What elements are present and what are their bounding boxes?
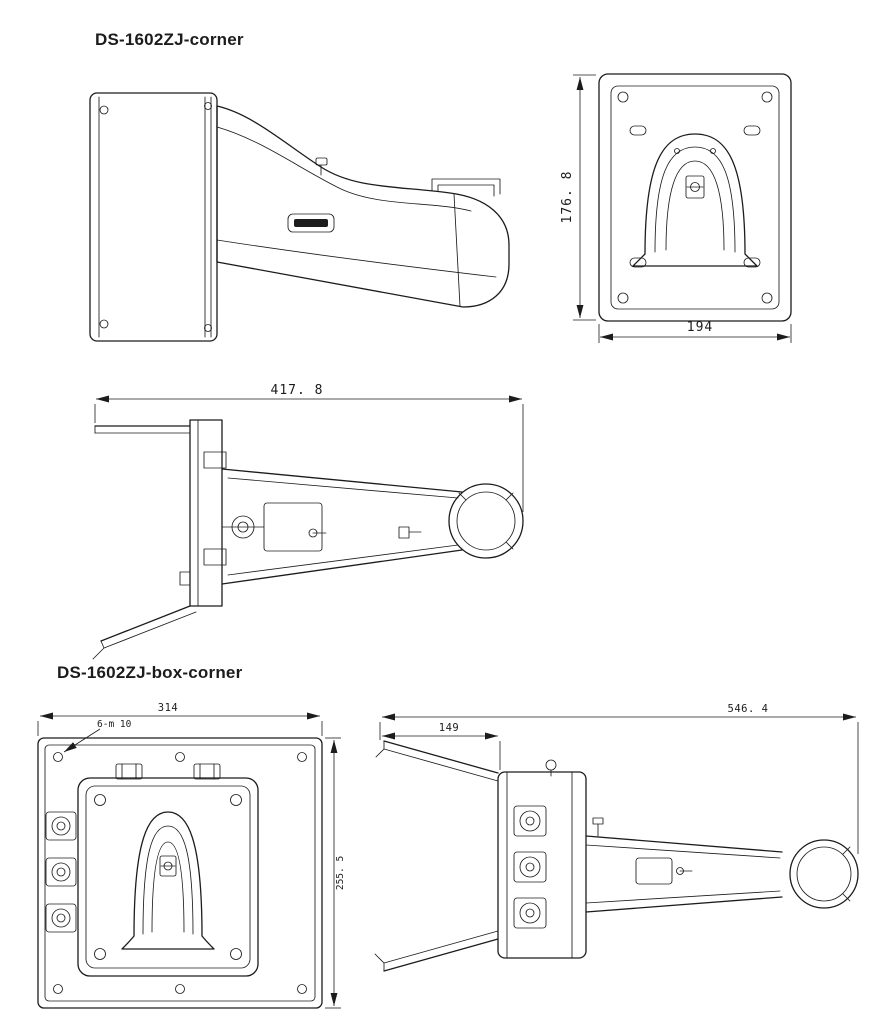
dim-label-bracket-depth: 149	[439, 722, 459, 734]
plate-slot	[743, 125, 761, 136]
mounting-hole	[297, 752, 307, 762]
safety-handle	[431, 178, 501, 197]
mounting-hole	[297, 984, 307, 994]
plate-hole	[99, 319, 109, 329]
arm-top	[221, 468, 463, 585]
view-box-front: 314 6-m 10	[37, 702, 346, 1009]
plate-slot	[629, 257, 647, 268]
view-box-side: 546. 4 149	[374, 703, 859, 972]
mounting-hole	[53, 752, 63, 762]
plate-hole	[617, 91, 629, 103]
plate-slot	[629, 125, 647, 136]
arm-dome-front	[121, 811, 215, 950]
plate-hole	[99, 105, 109, 115]
hinge-tab	[193, 763, 221, 780]
dim-back-height: 176. 8	[560, 74, 596, 321]
mounting-plate	[37, 737, 323, 1009]
camera-head-top	[448, 483, 524, 559]
title-corner: DS-1602ZJ-corner	[95, 30, 244, 49]
plate-hole	[617, 292, 629, 304]
corner-bracket-side	[374, 740, 499, 972]
mounting-hole	[53, 984, 63, 994]
arm-screw	[592, 817, 604, 837]
mounting-hole	[175, 984, 185, 994]
junction-box-side	[497, 759, 587, 959]
plate-hole	[761, 91, 773, 103]
plate-slot	[743, 257, 761, 268]
arm-dome-rear	[632, 133, 758, 267]
view-corner-top: 417. 8	[92, 383, 524, 660]
wall-plate	[89, 92, 218, 342]
note-label-mount-holes: 6-m 10	[97, 719, 132, 730]
plate-hole	[761, 292, 773, 304]
dim-label-overall-length: 417. 8	[271, 383, 324, 398]
cable-gland	[45, 811, 77, 841]
lid-screw-top	[545, 759, 557, 777]
dim-label-plate-height: 255. 5	[335, 856, 346, 890]
corner-bracket-top	[92, 419, 227, 660]
dim-box-overall-length: 546. 4	[379, 703, 859, 854]
cable-gland	[45, 857, 77, 887]
dim-overall-length: 417. 8	[94, 383, 524, 512]
cable-gland	[513, 897, 547, 929]
title-box-corner: DS-1602ZJ-box-corner	[57, 663, 243, 682]
mounting-hole	[175, 752, 185, 762]
dim-plate-height: 255. 5	[325, 737, 346, 1009]
arm-bolt	[398, 526, 422, 539]
hinge-tab	[115, 763, 143, 780]
note-mount-holes: 6-m 10	[63, 719, 132, 753]
dim-label-plate-width: 314	[158, 702, 178, 714]
top-bolt	[315, 157, 328, 176]
cable-gland	[513, 851, 547, 883]
view-corner-side	[89, 92, 510, 342]
plate-hole	[204, 324, 212, 332]
lid-screw	[230, 948, 242, 960]
view-corner-back: 176. 8 194	[560, 73, 792, 343]
cable-gland	[45, 903, 77, 933]
camera-head-side	[789, 839, 859, 909]
plate-hole	[204, 102, 212, 110]
cable-gland	[513, 805, 547, 837]
lid-screw	[94, 948, 106, 960]
dim-label-back-width: 194	[687, 320, 713, 335]
dim-label-box-overall-length: 546. 4	[728, 703, 769, 715]
arm-side	[585, 817, 783, 913]
dim-bracket-depth: 149	[382, 722, 501, 770]
lid-screw	[230, 794, 242, 806]
back-plate	[598, 73, 792, 322]
cable-glands-side	[513, 805, 547, 929]
dim-back-width: 194	[598, 320, 792, 343]
cable-glands-front	[45, 811, 77, 933]
dim-plate-width: 314	[37, 702, 323, 736]
dim-label-back-height: 176. 8	[560, 171, 575, 224]
brand-plate	[287, 213, 335, 233]
junction-box-lid	[77, 763, 259, 977]
lid-screw	[94, 794, 106, 806]
mount-arm	[216, 105, 510, 308]
